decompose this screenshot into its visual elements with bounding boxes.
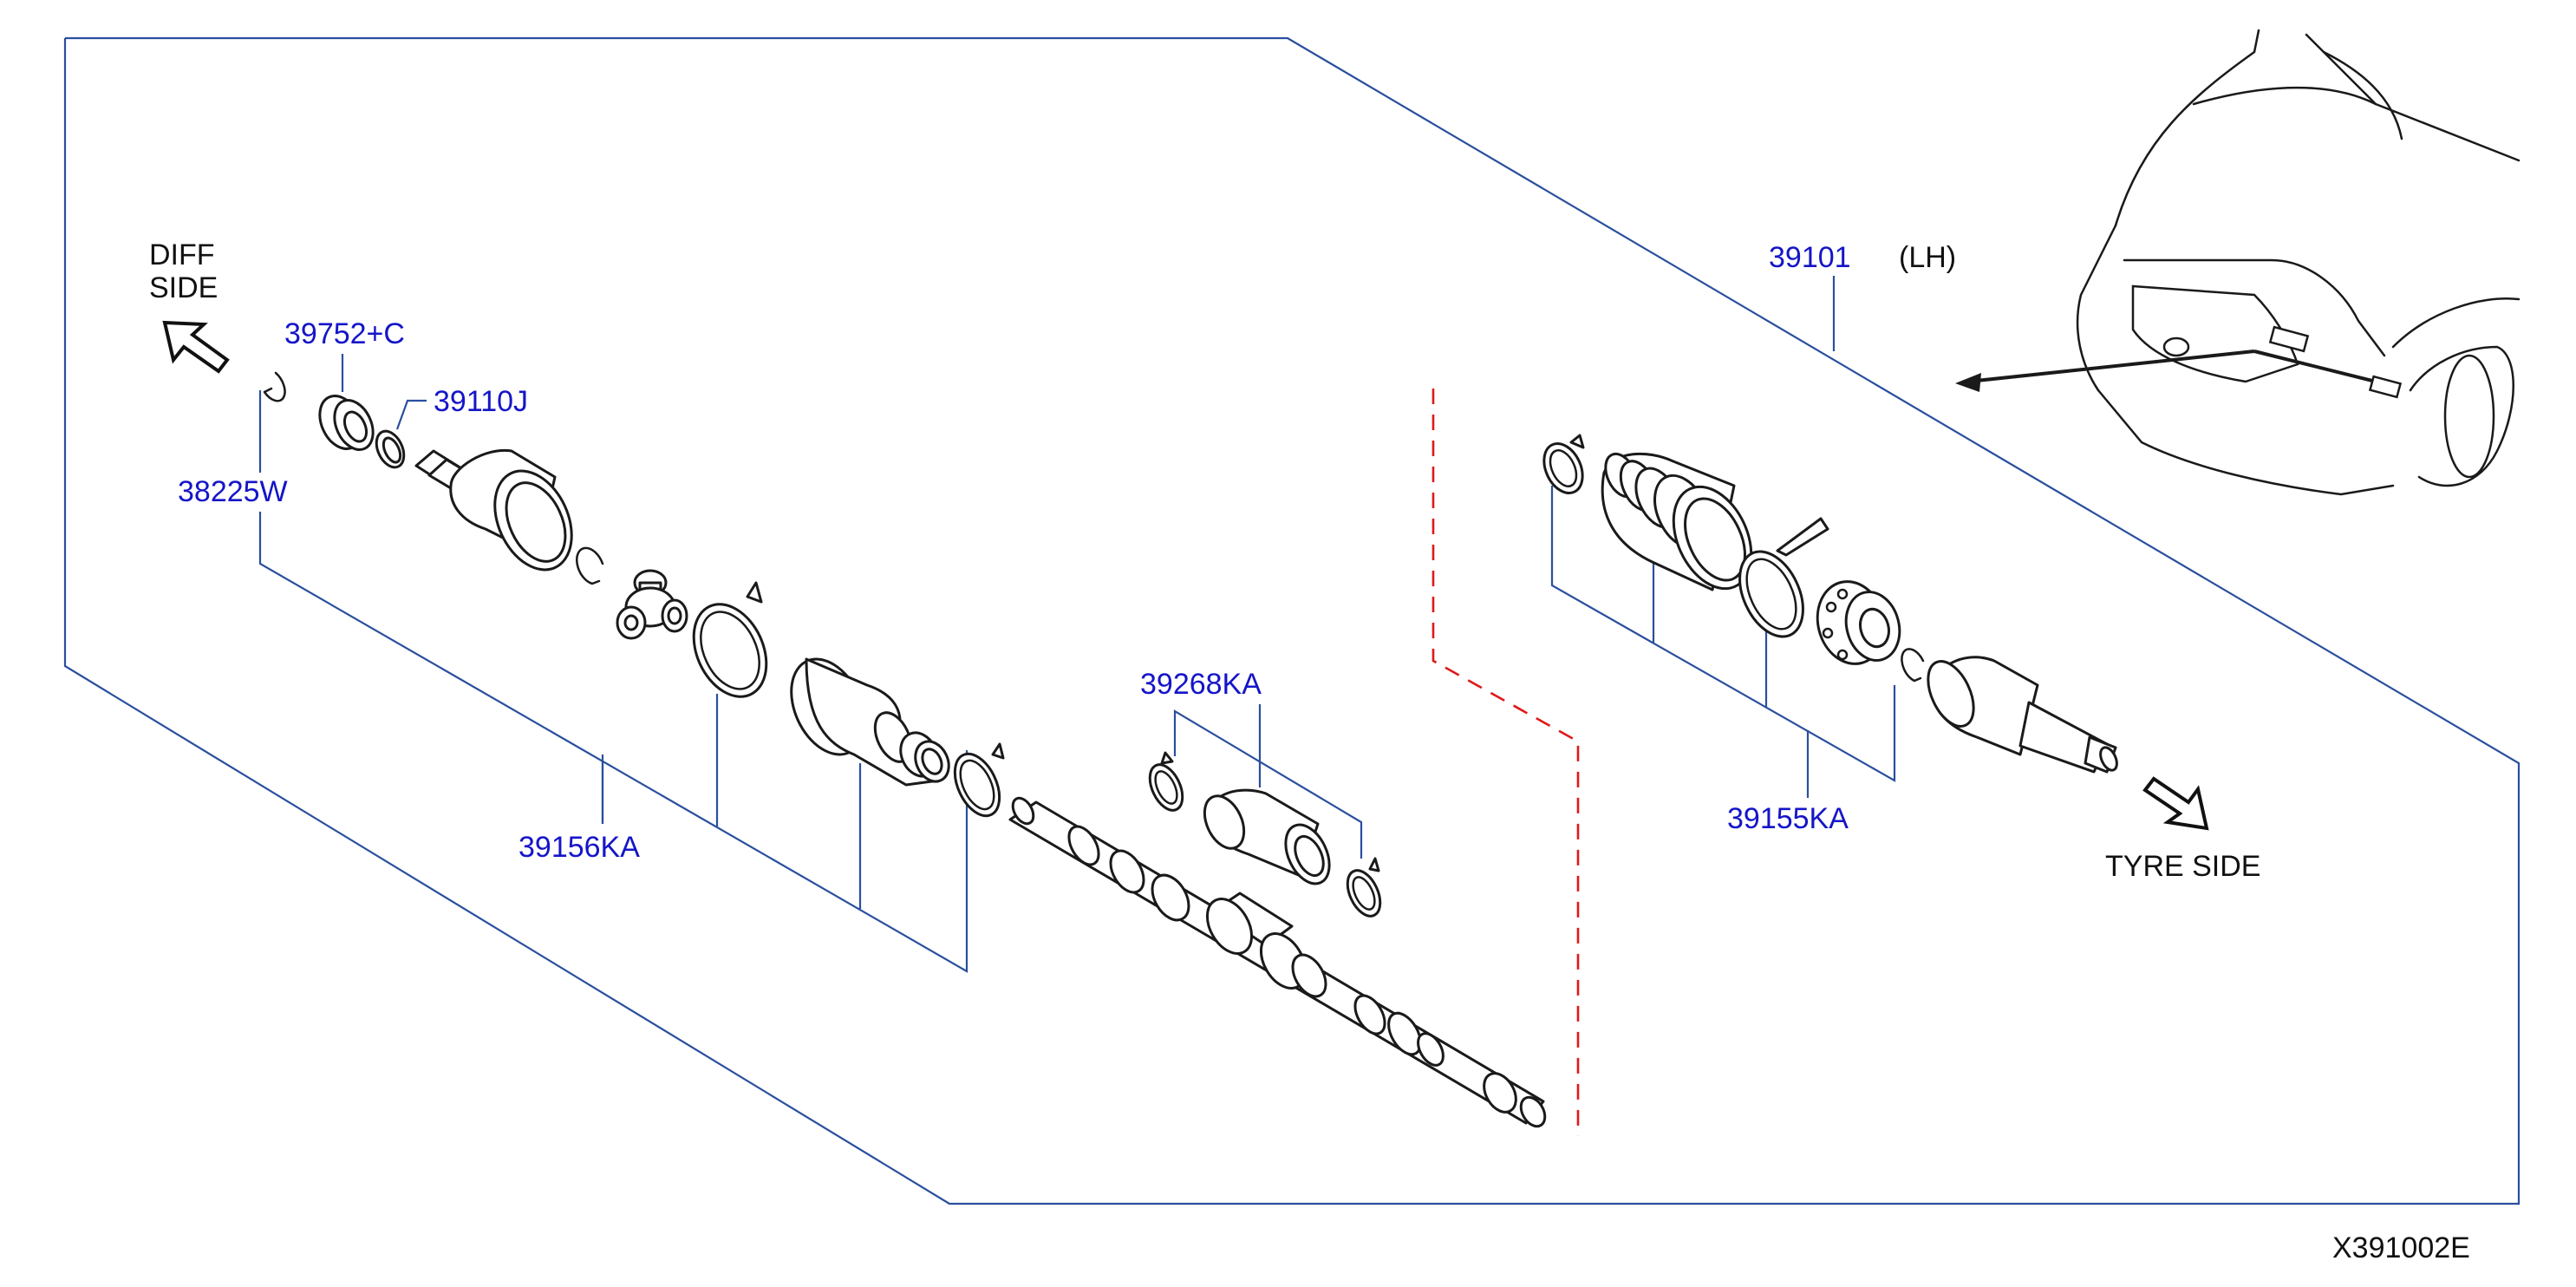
snap-ring-38225w[interactable] [263,371,286,402]
location-pointer-arrowhead [1955,373,1981,392]
oil-seal-39752[interactable] [312,389,381,456]
boot-band-large[interactable] [680,581,780,709]
tyre-side-arrow-icon [2142,776,2209,831]
outer-joint-housing[interactable] [1919,654,2120,774]
part-number-38225[interactable]: 38225W [178,475,288,508]
boot-band-outer-large[interactable] [1727,517,1829,647]
side-note-lh: (LH) [1899,241,1956,274]
dynamic-damper-39268ka[interactable] [1144,751,1387,921]
diagram-code: X391002E [2332,1231,2470,1264]
leader-39268 [1173,709,1363,859]
circlip-39110j[interactable] [371,427,409,472]
part-number-39155[interactable]: 39155KA [1727,802,1849,835]
snap-ring-inner[interactable] [576,546,604,585]
joint-boundary-dashed [1431,389,1580,1136]
diff-side-label-line1: DIFF [149,238,215,271]
drive-shaft[interactable] [1008,794,1549,1130]
circlip-outer[interactable] [1901,648,1925,683]
bearing-cage[interactable] [1809,574,1907,671]
part-number-39110[interactable]: 39110J [434,385,528,418]
tripod-joint[interactable] [616,569,688,640]
inner-boot[interactable] [777,647,955,787]
part-number-39156[interactable]: 39156KA [518,831,640,864]
part-number-39101[interactable]: 39101 [1769,241,1851,274]
leader-39110 [395,399,427,430]
leader-39156-bracket [258,512,968,973]
joint-housing[interactable] [414,448,587,582]
part-number-39752[interactable]: 39752+C [284,317,405,350]
location-pointer-line [1967,350,2255,383]
vehicle-location-illustration [1955,29,2521,496]
assembly-frame [63,36,2521,1205]
diff-side-arrow-icon [162,320,230,374]
part-number-39268[interactable]: 39268KA [1140,668,1262,701]
boot-band-small[interactable] [946,742,1008,823]
diff-side-label-line2: SIDE [149,271,218,304]
tyre-side-indicator: TYRE SIDE [2105,776,2260,883]
leader-39155-bracket [1550,486,1896,782]
tyre-side-label: TYRE SIDE [2105,850,2260,883]
boot-band-outer-small[interactable] [1536,434,1590,500]
diff-side-indicator: DIFF SIDE [149,238,230,374]
outer-boot[interactable] [1600,449,1767,601]
